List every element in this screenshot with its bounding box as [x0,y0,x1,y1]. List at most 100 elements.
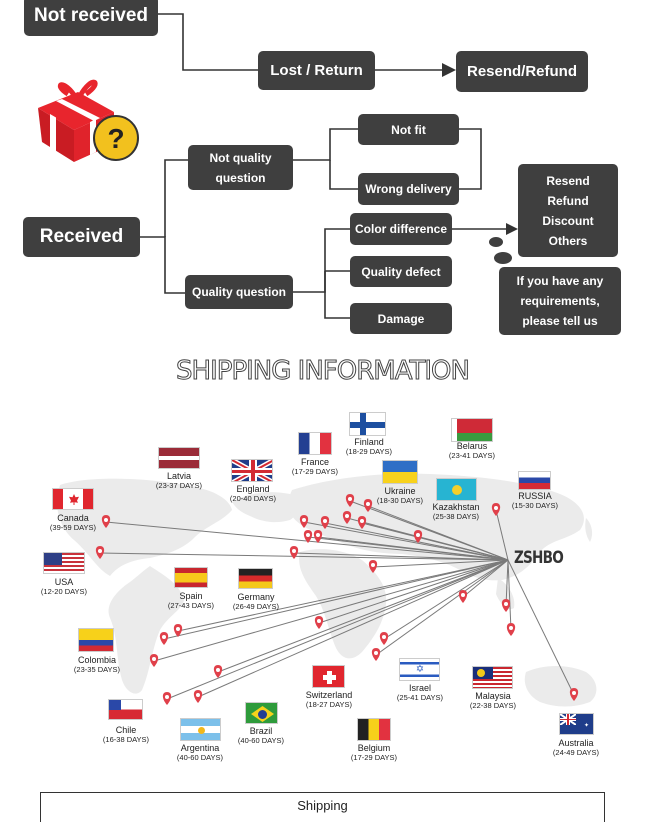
requirements-box: If you have any requirements, please tel… [499,267,621,335]
shipping-days: (23-35 DAYS) [73,665,121,674]
shipping-route-line [375,559,509,656]
not-quality-question-box: Not quality question [188,145,293,190]
map-pin-icon [458,590,468,603]
resolution-options-box: Resend Refund Discount Others [518,164,618,257]
shipping-route-line [303,521,509,561]
country-label-usa: USA(12-20 DAYS) [41,577,87,596]
france-flag [298,432,332,455]
country-name: Australia [558,738,594,748]
russia-flag [518,471,551,490]
country-label-malaysia: Malaysia(22-38 DAYS) [470,691,516,710]
shipping-days: (25-38 DAYS) [432,512,480,521]
map-pin-icon [501,599,511,612]
country-name: Belarus [456,441,488,451]
shipping-route-line [197,559,509,698]
shipping-days: (25-41 DAYS) [396,693,444,702]
country-name: Ukraine [384,486,416,496]
country-name: Brazil [249,726,273,736]
shipping-route-line [507,559,575,696]
country-name: England [236,484,270,494]
spain-flag [174,567,208,588]
shipping-route-line [293,552,509,561]
shipping-footer-panel: Shipping [40,792,605,822]
country-name: Latvia [166,471,192,481]
shipping-footer-label: Shipping [297,798,348,813]
country-name: Canada [57,513,89,523]
shipping-route-line [153,559,509,662]
map-pin-icon [506,623,516,636]
map-pin-icon [368,560,378,573]
map-pin-icon [379,632,389,645]
requirements-line-2: requirements, [520,294,600,308]
shipping-route-line [166,559,509,700]
country-label-israel: Israel(25-41 DAYS) [397,683,443,702]
country-name: Germany [237,592,275,602]
map-pin-icon [371,648,381,661]
country-name: Finland [354,437,384,447]
shipping-route-line [318,559,509,624]
map-pin-icon [320,516,330,529]
brazil-flag [245,702,278,724]
kazakhstan-flag [436,478,477,501]
damage-box: Damage [350,303,452,334]
uk-flag [231,459,273,482]
shipping-days: (27-43 DAYS) [167,601,215,610]
shipping-days: (40-60 DAYS) [176,753,224,762]
color-difference-box: Color difference [350,213,452,245]
option-resend: Resend [546,173,590,188]
belgium-flag [357,718,391,741]
country-label-kazakhstan: Kazakhstan(25-38 DAYS) [432,502,479,521]
country-name: Chile [115,725,137,735]
shipping-days: (15-30 DAYS) [511,501,559,510]
shipping-days: (18-27 DAYS) [305,700,353,709]
shipping-days: (16-38 DAYS) [102,735,150,744]
country-label-chile: Chile(16-38 DAYS) [103,725,149,744]
map-pin-icon [193,690,203,703]
country-name: RUSSIA [518,491,552,501]
shipping-route-line [505,559,509,607]
map-pin-icon [213,665,223,678]
quality-question-box: Quality question [185,275,293,309]
usa-flag [43,552,85,574]
map-pin-icon [149,654,159,667]
quality-defect-box: Quality defect [350,256,452,287]
shipping-days: (20-40 DAYS) [229,494,277,503]
wrong-delivery-box: Wrong delivery [358,173,459,205]
not-quality-question-line-1: Not quality [209,150,272,165]
canada-flag [52,488,94,510]
country-label-canada: Canada(39-59 DAYS) [50,513,96,532]
shipping-heading: SHIPPING INFORMATION [176,356,471,387]
country-name: Argentina [180,743,220,753]
shipping-route-line [324,522,509,561]
map-pin-icon [413,530,423,543]
country-label-brazil: Brazil(40-60 DAYS) [238,726,284,745]
country-label-ukraine: Ukraine(18-30 DAYS) [377,486,423,505]
country-label-argentina: Argentina(40-60 DAYS) [177,743,223,762]
svg-text:?: ? [107,123,124,154]
country-label-england: England(20-40 DAYS) [230,484,276,503]
shipping-days: (22-38 DAYS) [469,701,517,710]
shipping-route-line [507,559,512,631]
colombia-flag [78,628,114,652]
belarus-flag [451,418,493,442]
world-map [57,473,597,707]
country-label-latvia: Latvia(23-37 DAYS) [156,471,202,490]
australia-flag: ✦ [559,713,594,735]
country-name: Colombia [77,655,117,665]
option-refund: Refund [547,193,589,208]
israel-flag: ✡ [399,658,440,681]
country-label-belarus: Belarus(23-41 DAYS) [449,441,495,460]
map-pin-icon [159,632,169,645]
map-pin-icon [491,503,501,516]
shipping-route-line [462,559,509,598]
received-box: Received [23,217,140,257]
shipping-days: (26-49 DAYS) [232,602,280,611]
map-pin-icon [299,515,309,528]
map-pin-icon [95,546,105,559]
shipping-days: (39-59 DAYS) [49,523,97,532]
map-pin-icon [569,688,579,701]
gift-box-question-icon: ? [38,79,139,162]
country-label-switzerland: Switzerland(18-27 DAYS) [306,690,353,709]
map-pin-icon [357,516,367,529]
malaysia-flag [472,666,513,689]
